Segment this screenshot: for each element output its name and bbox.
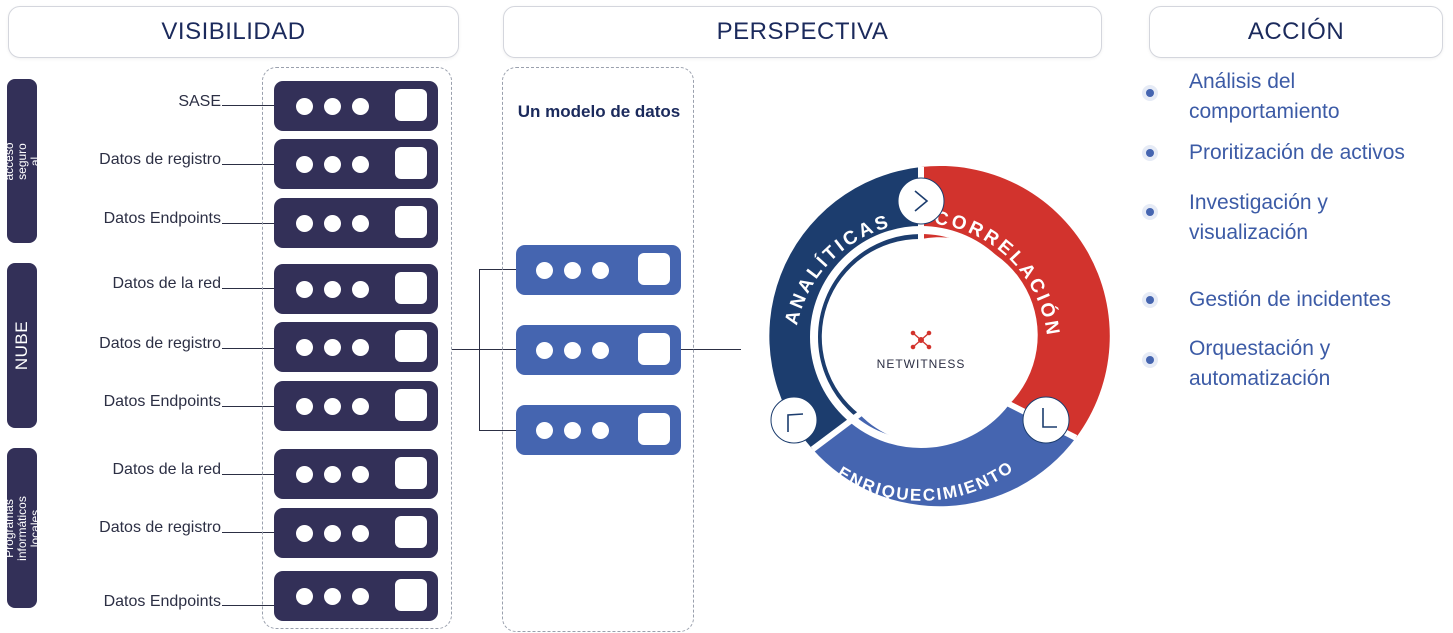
bullet-icon	[1146, 356, 1154, 364]
bullet-icon	[1146, 149, 1154, 157]
leader-line	[222, 406, 274, 407]
bullet-icon	[1146, 89, 1154, 97]
model-label: Un modelo de datos	[517, 102, 681, 121]
connector-line	[479, 430, 516, 431]
server-icon	[274, 508, 438, 558]
server-icon	[274, 198, 438, 248]
chevron-down-right-icon	[1022, 396, 1070, 444]
leader-line	[222, 223, 274, 224]
header-visibilidad: VISIBILIDAD	[8, 6, 459, 58]
connector-line	[479, 269, 516, 270]
source-label: Datos Endpoints	[103, 393, 221, 410]
leader-line	[222, 474, 274, 475]
connector-line	[452, 349, 479, 350]
connector-line	[479, 269, 480, 431]
leader-line	[222, 164, 274, 165]
server-icon	[274, 381, 438, 431]
action-label: Análisis del comportamiento	[1189, 70, 1340, 123]
bullet-icon	[1146, 208, 1154, 216]
action-label: Proritización de activos	[1189, 141, 1405, 164]
leader-line	[222, 105, 274, 106]
server-icon	[274, 264, 438, 314]
leader-line	[222, 288, 274, 289]
source-label: Datos de la red	[112, 275, 221, 292]
action-label: Gestión de incidentes	[1189, 288, 1391, 311]
sources-container	[262, 67, 452, 629]
group-nube: NUBE	[7, 263, 37, 428]
source-label: Datos Endpoints	[103, 210, 221, 227]
connector-line	[681, 349, 741, 350]
leader-line	[222, 605, 274, 606]
action-label: Orquestación y automatización	[1189, 337, 1331, 390]
bullet-icon	[1146, 296, 1154, 304]
server-icon	[274, 449, 438, 499]
segment-correlacion	[921, 165, 1110, 438]
source-label: SASE	[178, 93, 221, 110]
header-accion: ACCIÓN	[1149, 6, 1443, 58]
leader-line	[222, 532, 274, 533]
action-label: Investigación y visualización	[1189, 191, 1328, 244]
group-locales: Programas informáticos locales	[2, 448, 42, 608]
leader-line	[222, 348, 274, 349]
source-label: Datos de registro	[99, 335, 221, 352]
source-label: Datos de la red	[112, 461, 221, 478]
segment-enriquecimiento	[812, 404, 1076, 507]
source-label: Datos de registro	[99, 151, 221, 168]
server-icon	[516, 325, 681, 375]
server-icon	[274, 322, 438, 372]
server-icon	[274, 139, 438, 189]
server-icon	[516, 405, 681, 455]
chevron-right-icon	[897, 177, 945, 225]
server-icon	[274, 571, 438, 621]
server-icon	[516, 245, 681, 295]
connector-line	[479, 349, 516, 350]
source-label: Datos Endpoints	[103, 593, 221, 610]
header-perspectiva: PERSPECTIVA	[503, 6, 1102, 58]
wheel-center	[859, 287, 983, 411]
group-sase: Servicio de acceso seguro al borde (SASE…	[0, 79, 68, 243]
model-container	[502, 67, 694, 632]
source-label: Datos de registro	[99, 519, 221, 536]
wheel-brand: NETWITNESS	[877, 357, 966, 371]
netwitness-network-icon	[910, 330, 932, 350]
server-icon	[274, 81, 438, 131]
chevron-up-left-icon	[770, 396, 818, 444]
